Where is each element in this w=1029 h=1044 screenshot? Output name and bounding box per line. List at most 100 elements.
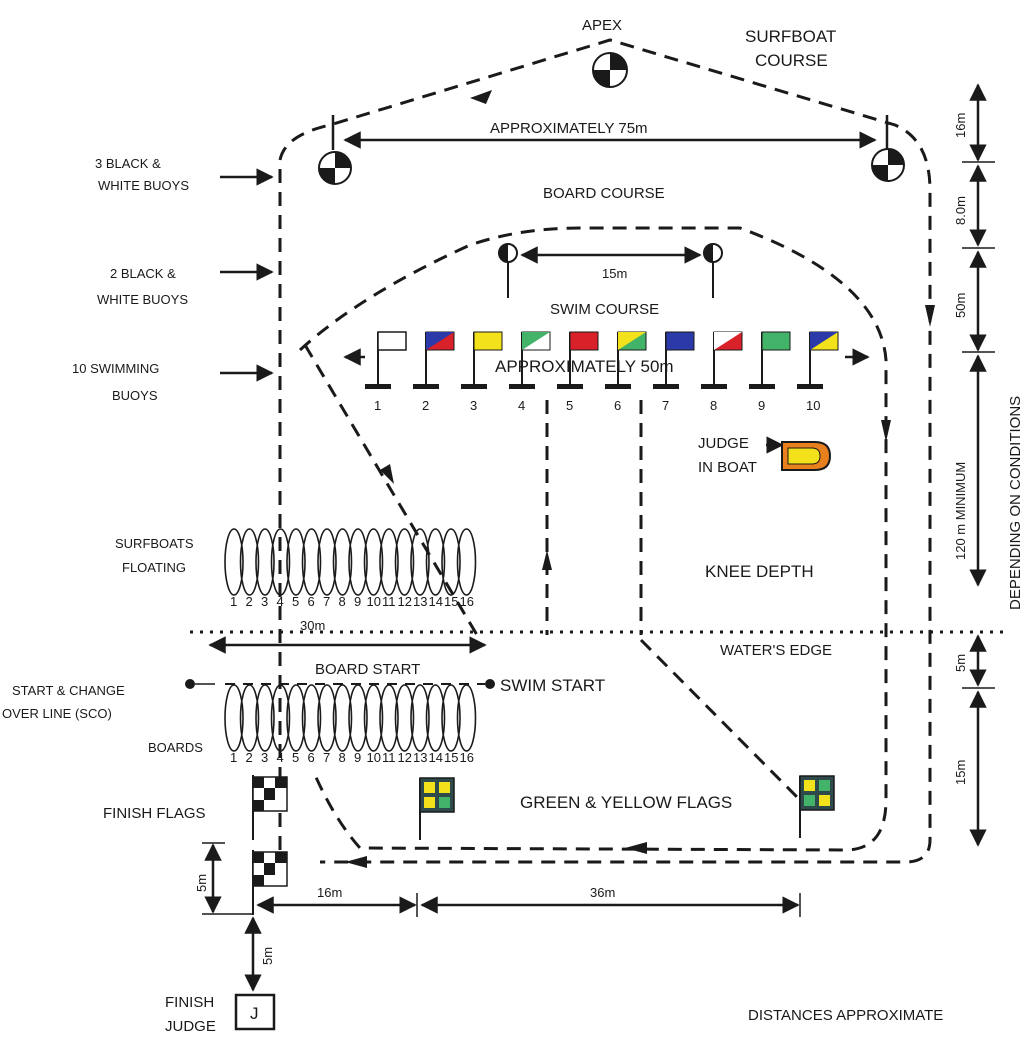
surfboat-number: 14 — [429, 594, 443, 609]
swim-flag-number: 7 — [662, 398, 669, 413]
surfboat-number: 13 — [413, 594, 427, 609]
board-number: 16 — [460, 750, 474, 765]
board-2 — [239, 684, 260, 752]
board-3 — [255, 684, 275, 752]
boards-label: BOARDS — [148, 740, 203, 755]
surfboat-14 — [425, 528, 446, 596]
swim-flag-4-icon: 4 — [509, 331, 551, 413]
buoys-3-label-1: 3 BLACK & — [95, 156, 161, 171]
apex-buoy-icon — [592, 52, 628, 88]
finish-flags-label: FINISH FLAGS — [103, 805, 206, 822]
distances-approx-label: DISTANCES APPROXIMATE — [748, 1007, 943, 1024]
board-buoy-right-icon — [703, 243, 723, 298]
swim-flag-7-icon: 7 — [653, 331, 695, 413]
swim-flag-2-icon: 2 — [413, 331, 455, 413]
board-number: 11 — [382, 750, 396, 765]
swim-flag-number: 6 — [614, 398, 621, 413]
swim-flag-number: 3 — [470, 398, 477, 413]
dist-5m-left-label: 5m — [194, 874, 209, 892]
surfboat-2 — [239, 528, 260, 596]
board-number: 3 — [261, 750, 268, 765]
board-buoy-left-icon — [498, 243, 518, 298]
direction-arrows — [345, 90, 935, 868]
finish-judge-label-2: JUDGE — [165, 1018, 216, 1035]
arrow-apex — [470, 90, 492, 104]
surfboats-label-1: SURFBOATS — [115, 536, 194, 551]
finish-judge-label-1: FINISH — [165, 994, 214, 1011]
surfboat-10 — [363, 528, 384, 596]
board-number: 8 — [339, 750, 346, 765]
board-10 — [363, 684, 384, 752]
sco-line — [185, 679, 495, 689]
board-number: 1 — [230, 750, 237, 765]
approx-50m-label: APPROXIMATELY 50m — [495, 357, 674, 376]
swim-flag-number: 9 — [758, 398, 765, 413]
finish-flag-top-icon — [252, 775, 288, 840]
right-50m-label: 50m — [953, 293, 968, 318]
surfboat-number: 16 — [460, 594, 474, 609]
board-9 — [348, 684, 368, 752]
approx-75m-label: APPROXIMATELY 75m — [490, 120, 648, 137]
surfboat-12 — [394, 528, 415, 596]
swim-flag-number: 10 — [806, 398, 820, 413]
green-yellow-flag-left-icon — [419, 777, 455, 840]
surfboat-8 — [332, 528, 353, 596]
surfboat-13 — [410, 528, 430, 596]
arrow-right-down — [925, 305, 935, 327]
swim-flag-1-icon: 1 — [365, 331, 407, 413]
dist-30m-label: 30m — [300, 618, 325, 633]
swim-flag-3-icon: 3 — [461, 331, 503, 413]
swim-flag-9-icon: 9 — [749, 331, 791, 413]
swim-flag-number: 4 — [518, 398, 525, 413]
surfboat-9 — [348, 528, 368, 596]
swim-flag-8-icon: 8 — [701, 331, 743, 413]
board-13 — [410, 684, 430, 752]
surfboat-number: 5 — [292, 594, 299, 609]
buoy-left-icon — [318, 151, 352, 185]
surfboat-number: 9 — [354, 594, 361, 609]
swim-flag-number: 2 — [422, 398, 429, 413]
surfboat-number: 2 — [246, 594, 253, 609]
surfboat-6 — [301, 528, 322, 596]
swim-flag-5-icon: 5 — [557, 331, 599, 413]
surfboat-15 — [441, 528, 461, 596]
swim-flag-number: 5 — [566, 398, 573, 413]
board-number: 12 — [398, 750, 412, 765]
surfboat-5 — [286, 528, 306, 596]
swim-course-label: SWIM COURSE — [550, 301, 659, 318]
green-yellow-flags-label: GREEN & YELLOW FLAGS — [520, 793, 732, 812]
swim-flag-10-icon: 10 — [797, 331, 839, 413]
board-course-label: BOARD COURSE — [543, 185, 665, 202]
board-number: 10 — [367, 750, 381, 765]
surfboat-number: 4 — [277, 594, 284, 609]
buoys-2-label-2: WHITE BUOYS — [97, 292, 188, 307]
dist-16m-label: 16m — [317, 885, 342, 900]
swim-buoys-label-1: 10 SWIMMING — [72, 361, 159, 376]
right-5m-label: 5m — [953, 654, 968, 672]
board-14 — [425, 684, 446, 752]
board-number: 13 — [413, 750, 427, 765]
surfboats-label-2: FLOATING — [122, 560, 186, 575]
sco-label-1: START & CHANGE — [12, 683, 125, 698]
surfboat-number: 10 — [367, 594, 381, 609]
surfboat-1 — [224, 528, 244, 596]
judge-boat-label-1: JUDGE — [698, 435, 749, 452]
board-6 — [301, 684, 322, 752]
board-16 — [456, 684, 477, 752]
surfboat-number: 3 — [261, 594, 268, 609]
swim-start-label: SWIM START — [500, 676, 605, 695]
arrow-bottom-left — [345, 856, 367, 868]
judge-boat-icon — [781, 441, 832, 471]
board-5 — [286, 684, 306, 752]
buoys-2-label-1: 2 BLACK & — [110, 266, 176, 281]
green-yellow-flag-right-icon — [799, 775, 835, 838]
depending-conditions-label: DEPENDING ON CONDITIONS — [1007, 396, 1024, 610]
swim-flag-number: 1 — [374, 398, 381, 413]
surfboat-number: 7 — [323, 594, 330, 609]
right-dimensions — [962, 83, 995, 847]
dist-15m-label: 15m — [602, 266, 627, 281]
